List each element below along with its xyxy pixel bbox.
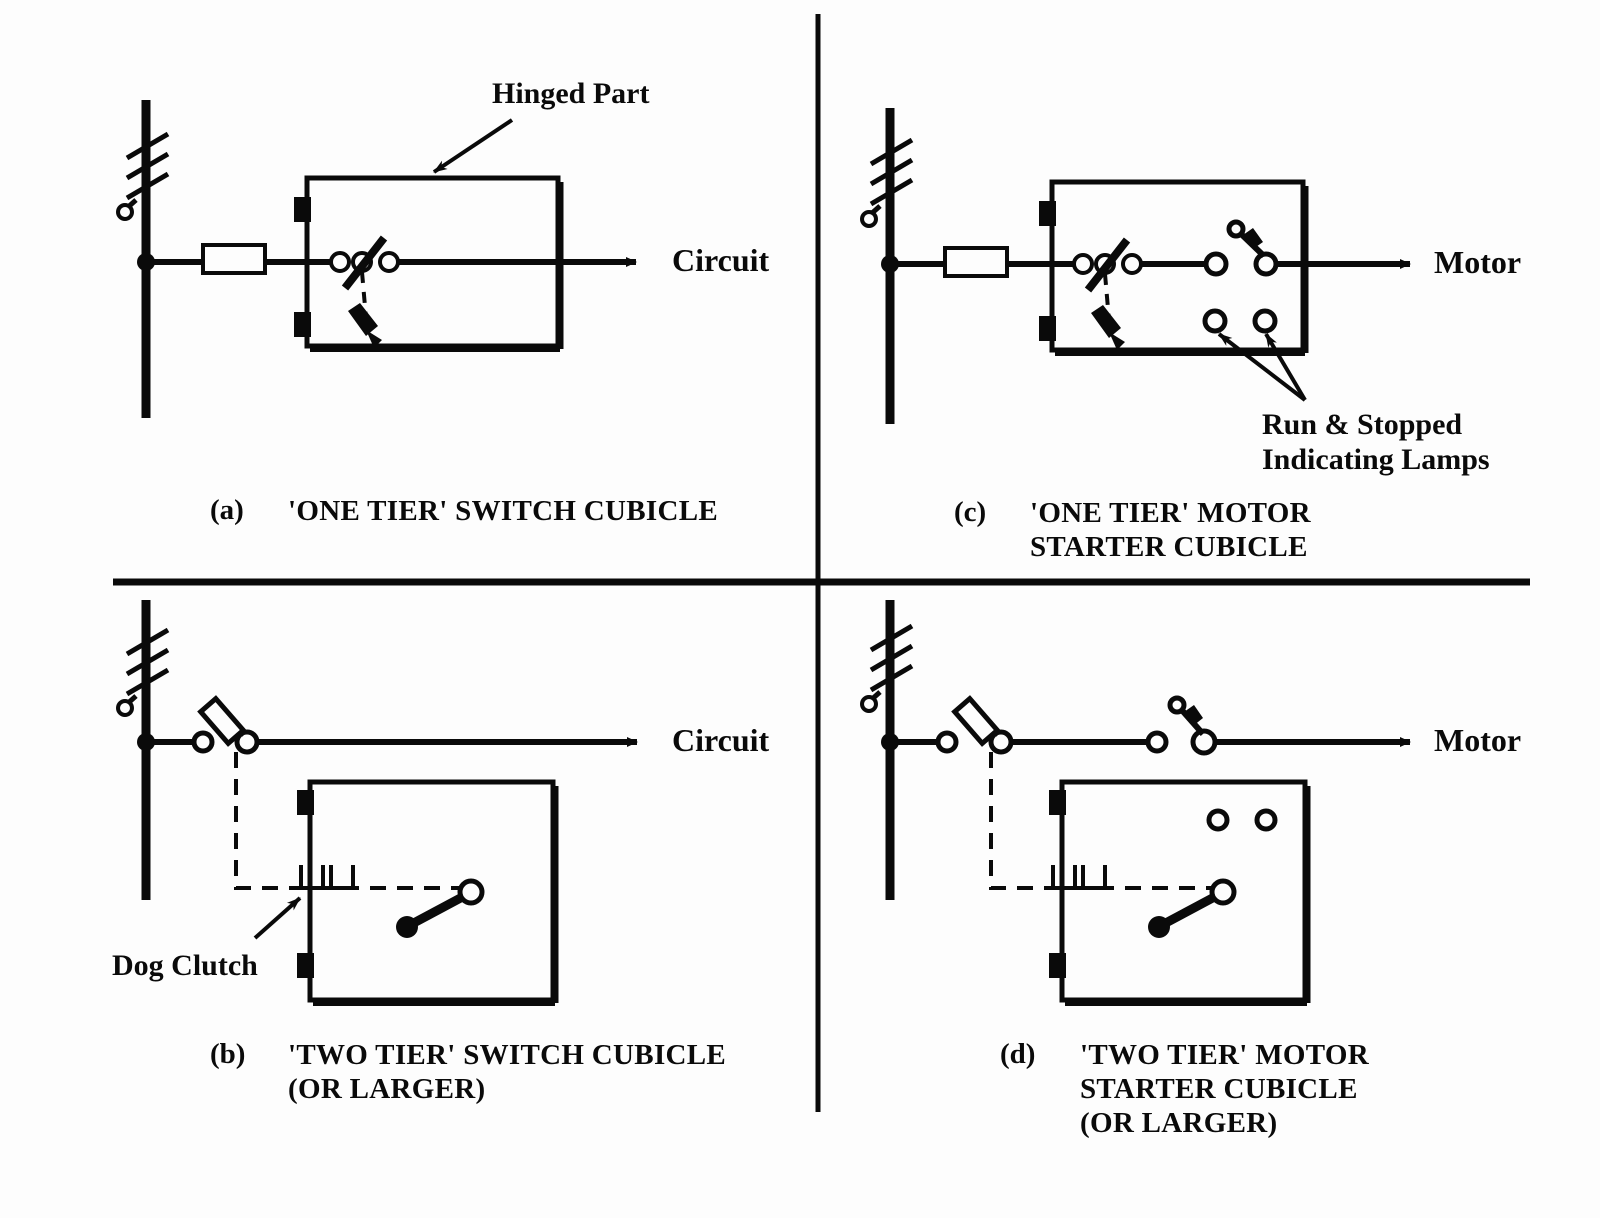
- dog-clutch-symbol: [1051, 865, 1107, 890]
- panel-d-caption-line2: STARTER CUBICLE: [1080, 1073, 1358, 1105]
- switch-contact-left-icon: [191, 730, 215, 754]
- operating-handle: [1091, 305, 1125, 350]
- switch-contact-right-icon: [378, 251, 400, 273]
- lamp-stopped-icon: [1254, 808, 1278, 832]
- switch-blade: [1084, 237, 1131, 293]
- panel-dividers: [113, 14, 1530, 1112]
- mechanical-linkage: [1103, 273, 1111, 321]
- fuse-icon: [943, 246, 1009, 278]
- indicating-lamps-label-line1: Run & Stopped: [1262, 408, 1463, 441]
- circuit-label-a: Circuit: [672, 242, 770, 278]
- switch-contact-left-icon: [935, 730, 959, 754]
- contactor-pivot-icon: [1167, 695, 1187, 715]
- earth-symbol: [125, 131, 170, 210]
- mechanical-linkage: [234, 752, 472, 890]
- earth-symbol: [869, 137, 914, 216]
- earth-terminal-icon: [860, 210, 878, 228]
- panel-a-index: (a): [210, 494, 244, 526]
- panel-b-diagram: [116, 600, 638, 1006]
- hinge-block-top: [294, 197, 311, 222]
- contactor-contact-left-icon: [1145, 730, 1169, 754]
- dog-clutch-symbol: [299, 865, 355, 890]
- contactor-contact-right-icon: [1253, 251, 1279, 277]
- lamp-leader-right: [1264, 332, 1307, 402]
- panel-c-diagram: [860, 108, 1411, 424]
- hinge-block-bottom: [1049, 953, 1066, 978]
- switch-contact-left-icon: [1072, 253, 1094, 275]
- hinge-block-top: [1039, 201, 1056, 226]
- hinge-block-top: [297, 790, 314, 815]
- cubicle-box: [304, 175, 564, 352]
- indicating-lamps-label-line2: Indicating Lamps: [1262, 443, 1490, 476]
- fuse-switch-blade: [197, 695, 247, 747]
- hinge-block-bottom: [1039, 316, 1056, 341]
- lamp-leader-left: [1217, 332, 1307, 402]
- hinge-block-bottom: [294, 312, 311, 337]
- earth-terminal-icon: [116, 203, 134, 221]
- panel-a-caption-line1: 'ONE TIER' SWITCH CUBICLE: [288, 495, 718, 527]
- panel-d-caption-line1: 'TWO TIER' MOTOR: [1080, 1039, 1369, 1071]
- mechanical-linkage: [360, 271, 368, 319]
- operating-lever: [396, 878, 485, 938]
- lamp-stopped-icon: [1252, 308, 1278, 334]
- panel-b-caption-line1: 'TWO TIER' SWITCH CUBICLE: [288, 1039, 727, 1071]
- earth-terminal-icon: [860, 695, 878, 713]
- lamp-run-icon: [1206, 808, 1230, 832]
- panel-a-diagram: [116, 100, 637, 418]
- motor-label-d: Motor: [1434, 722, 1522, 758]
- contactor-pivot-icon: [1226, 219, 1246, 239]
- hinged-part-leader: [432, 118, 514, 174]
- lamp-run-icon: [1202, 308, 1228, 334]
- panel-c-index: (c): [954, 496, 987, 528]
- cubicle-box: [1059, 779, 1311, 1006]
- panel-b-caption-line2: (OR LARGER): [288, 1073, 486, 1105]
- earth-terminal-icon: [116, 699, 134, 717]
- mechanical-linkage: [989, 752, 1223, 890]
- contactor-armature: [1243, 228, 1263, 249]
- circuit-label-b: Circuit: [672, 722, 770, 758]
- dog-clutch-label: Dog Clutch: [112, 949, 258, 982]
- dog-clutch-leader: [253, 896, 302, 940]
- cubicle-box: [307, 779, 559, 1006]
- hinge-block-bottom: [297, 953, 314, 978]
- contactor-contact-left-icon: [1203, 251, 1229, 277]
- motor-label-c: Motor: [1434, 244, 1522, 280]
- fuse-switch-blade: [951, 695, 1001, 747]
- switch-contact-left-icon: [329, 251, 351, 273]
- operating-handle: [348, 303, 382, 348]
- operating-lever: [1148, 878, 1237, 938]
- hinge-block-top: [1049, 790, 1066, 815]
- panel-d-caption-line3: (OR LARGER): [1080, 1107, 1278, 1139]
- panel-c-caption-line1: 'ONE TIER' MOTOR: [1030, 497, 1311, 529]
- switch-blade: [341, 235, 388, 291]
- switch-contact-right-icon: [1121, 253, 1143, 275]
- panel-d-diagram: [860, 600, 1411, 1006]
- contactor-armature: [1184, 705, 1203, 726]
- panel-d-index: (d): [1000, 1038, 1036, 1070]
- fuse-icon: [201, 243, 267, 275]
- hinged-part-label: Hinged Part: [492, 77, 650, 110]
- panel-b-index: (b): [210, 1038, 246, 1070]
- contactor-contact-right-icon: [1190, 728, 1218, 756]
- panel-c-caption-line2: STARTER CUBICLE: [1030, 531, 1308, 563]
